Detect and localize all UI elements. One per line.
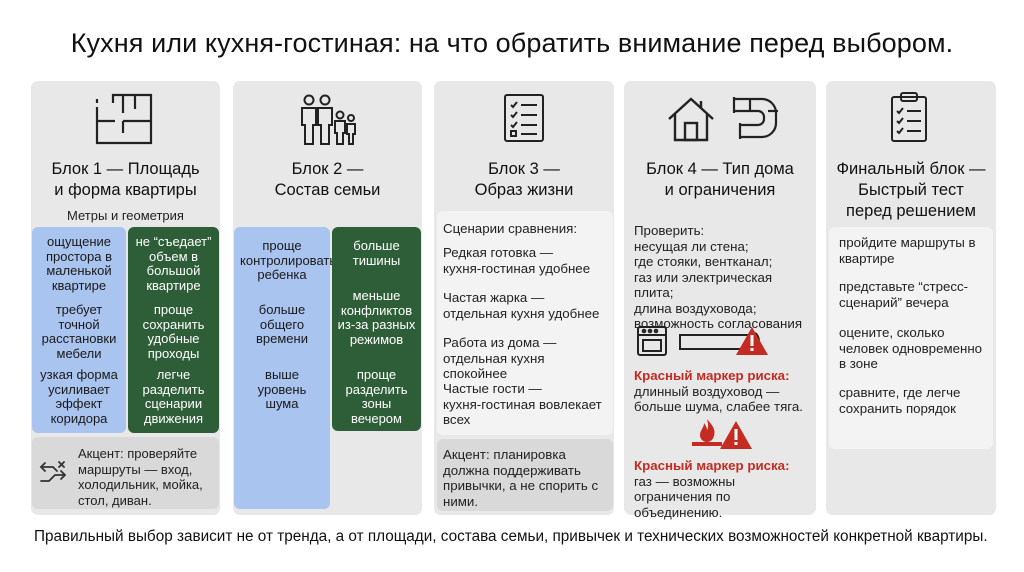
scenario-item: Частые гости —кухня-гостиная вовлекает в… [443, 381, 602, 427]
list-item: выше уровень шума [257, 367, 307, 411]
scenario-item: Работа из дома —отдельная кухня спокойне… [443, 335, 557, 381]
scenarios-heading: Сценарии сравнения: [443, 221, 578, 236]
block2-right-column: больше тишины меньше конфликтов из-за ра… [332, 227, 421, 431]
block2-title: Блок 2 —Состав семьи [274, 160, 381, 199]
list-item: проще сохранить удобные проходы [142, 302, 205, 361]
card-block3: Блок 3 —Образ жизни Сценарии сравнения: … [434, 81, 614, 515]
footer-note: Правильный выбор зависит не от тренда, а… [34, 528, 988, 545]
page-title: Кухня или кухня-гостиная: на что обратит… [70, 28, 954, 58]
checklist-icon [504, 94, 544, 142]
gas-flame-icon [692, 419, 722, 446]
stove-icon [637, 326, 667, 356]
block1-accent: Акцент: проверяйте маршруты — вход, холо… [32, 437, 219, 509]
clipboard-icon [891, 92, 927, 142]
house-icon [668, 97, 714, 142]
list-item: проще разделить зоны вечером [345, 367, 408, 426]
block1-subtitle: Метры и геометрия [67, 208, 184, 223]
list-item: не “съедает” объем в большой квартире [135, 234, 212, 293]
warning-icon [720, 421, 752, 449]
list-item: узкая форма усиливает эффект коридора [40, 367, 118, 426]
list-item: больше общего времени [256, 302, 308, 346]
list-item: меньше конфликтов из-за разных режимов [337, 288, 416, 347]
accent-text: Акцент: планировка должна поддерживать п… [443, 447, 599, 509]
risk-marker-2: Красный маркер риска: газ — возможны огр… [634, 458, 790, 520]
block5-tests: пройдите маршруты в квартире представьте… [829, 227, 993, 449]
block3-title: Блок 3 —Образ жизни [474, 160, 574, 199]
route-icon [39, 461, 67, 482]
scenario-item: Редкая готовка —кухня-гостиная удобнее [443, 245, 591, 276]
list-item: требует точной расстановки мебели [41, 302, 117, 361]
check-list: Проверить: несущая ли стена; где стояки,… [634, 223, 803, 331]
list-item: пройдите маршруты в квартире [839, 235, 976, 266]
block3-accent: Акцент: планировка должна поддерживать п… [437, 439, 613, 511]
block3-scenarios: Сценарии сравнения: Редкая готовка —кухн… [437, 211, 613, 435]
list-item: проще контролировать ребенка [240, 238, 337, 282]
list-item: ощущение простора в маленькой квартире [45, 234, 112, 293]
block2-left-column: проще контролировать ребенка больше обще… [234, 227, 337, 509]
list-item: представьте “стресс-сценарий” вечера [839, 279, 969, 310]
block1-right-column: не “съедает” объем в большой квартире пр… [128, 227, 219, 433]
list-item: оцените, сколько человек одновременно в … [839, 325, 983, 371]
list-item: больше тишины [352, 238, 401, 268]
block1-left-column: ощущение простора в маленькой квартире т… [32, 227, 126, 433]
list-item: легче разделить сценарии движения [142, 367, 205, 426]
scenario-item: Частая жарка —отдельная кухня удобнее [443, 290, 600, 321]
warning-icon [736, 327, 768, 355]
family-icon [301, 94, 356, 145]
list-item: сравните, где легче сохранить порядок [839, 385, 961, 416]
pipe-icon [732, 97, 778, 139]
accent-text: Акцент: проверяйте маршруты — вход, холо… [78, 446, 203, 508]
card-block2: Блок 2 —Состав семьи проще контролироват… [233, 81, 422, 515]
risk-marker-1: Красный маркер риска: длинный воздуховод… [634, 368, 803, 414]
floorplan-icon [95, 93, 153, 145]
